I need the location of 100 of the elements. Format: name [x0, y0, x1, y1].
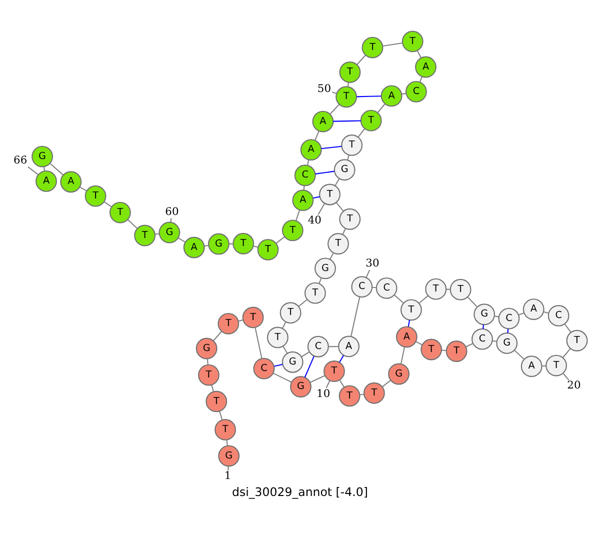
node-circle: T [134, 224, 156, 246]
node-circle: C [498, 308, 520, 330]
node-circle: T [218, 312, 240, 334]
node-circle: T [339, 208, 361, 230]
node-circle: C [294, 164, 316, 186]
connector [254, 328, 262, 359]
connector [298, 299, 308, 307]
node-circle: T [304, 282, 326, 304]
connector [330, 252, 334, 260]
node-circle: A [183, 236, 205, 258]
connector [28, 166, 39, 176]
node-circle: A [520, 356, 542, 378]
node-text: 60 [165, 204, 179, 218]
node-circle: G [32, 146, 53, 168]
connector [326, 380, 330, 388]
connector [400, 347, 405, 364]
node-circle: G [314, 258, 336, 280]
connector [318, 278, 322, 284]
node-circle: T [339, 62, 361, 83]
node-circle: A [522, 298, 544, 320]
node-circle: A [60, 171, 82, 193]
node-circle: T [109, 202, 131, 224]
connector [226, 440, 228, 446]
connector [104, 201, 112, 208]
node-text: 20 [567, 378, 581, 392]
node-circle: T [425, 278, 447, 300]
connector [562, 348, 571, 358]
connector [204, 244, 208, 247]
connector [518, 312, 524, 316]
connector [315, 170, 334, 174]
connector [206, 358, 208, 365]
connector [564, 324, 572, 333]
node-circle: T [214, 419, 236, 440]
node-circle: A [312, 110, 334, 132]
connector [310, 375, 325, 383]
node-circle: T [363, 382, 385, 404]
node-circle: G [218, 445, 240, 467]
connector [356, 55, 366, 65]
node-circle: T [242, 306, 264, 328]
node-circle: T [282, 220, 304, 242]
connector [377, 103, 386, 113]
node-circle: T [206, 390, 228, 412]
node-text: 30 [366, 256, 380, 270]
node-circle: T [362, 36, 384, 58]
node-circle: A [300, 139, 322, 160]
connector [304, 356, 314, 378]
connector [507, 328, 509, 334]
connector [467, 296, 478, 307]
connector [446, 288, 450, 290]
connector [296, 210, 300, 221]
connector [228, 466, 229, 470]
connector [402, 92, 406, 95]
connector [314, 130, 320, 140]
connector [306, 160, 310, 166]
node-circle: G [290, 376, 312, 398]
node-circle: A [36, 170, 57, 192]
node-text: 10 [316, 386, 330, 400]
node-circle: T [338, 385, 360, 407]
connector [492, 340, 497, 342]
connector [562, 372, 570, 380]
node-circle: T [420, 338, 442, 360]
node-circle: A [415, 56, 436, 78]
connector [482, 324, 484, 329]
connector [43, 166, 46, 172]
connector [282, 322, 286, 329]
node-circle: G [388, 363, 410, 385]
connector [347, 154, 350, 160]
node-circle: T [446, 340, 468, 362]
node-circle: T [336, 86, 358, 108]
connector [301, 352, 310, 358]
node-text: 40 [308, 213, 322, 226]
connector [350, 296, 360, 337]
connector [394, 294, 404, 304]
node-circle: T [402, 30, 424, 52]
node-circle: T [84, 185, 106, 207]
connector [347, 82, 349, 87]
connector [50, 163, 64, 176]
node-circle: T [566, 330, 588, 352]
connector [321, 146, 342, 150]
node-circle: T [280, 302, 302, 324]
node-circle: C [307, 336, 329, 358]
connector [416, 341, 422, 346]
connector [328, 346, 338, 348]
connector [80, 186, 87, 192]
node-circle: G [282, 351, 304, 373]
connector [419, 76, 422, 82]
connector [178, 238, 186, 243]
node-circle: C [472, 328, 493, 350]
node-circle: A [338, 336, 360, 358]
node-text: 1 [224, 469, 232, 482]
node-circle: A [396, 326, 418, 348]
node-circle: C [376, 277, 398, 299]
node-text: 50 [317, 82, 332, 96]
node-circle: C [351, 276, 373, 298]
node-circle: T [266, 326, 288, 348]
connector [218, 411, 223, 420]
node-circle: T [328, 233, 349, 254]
connector [318, 203, 325, 215]
connector [366, 270, 370, 278]
node-circle: C [253, 358, 275, 380]
